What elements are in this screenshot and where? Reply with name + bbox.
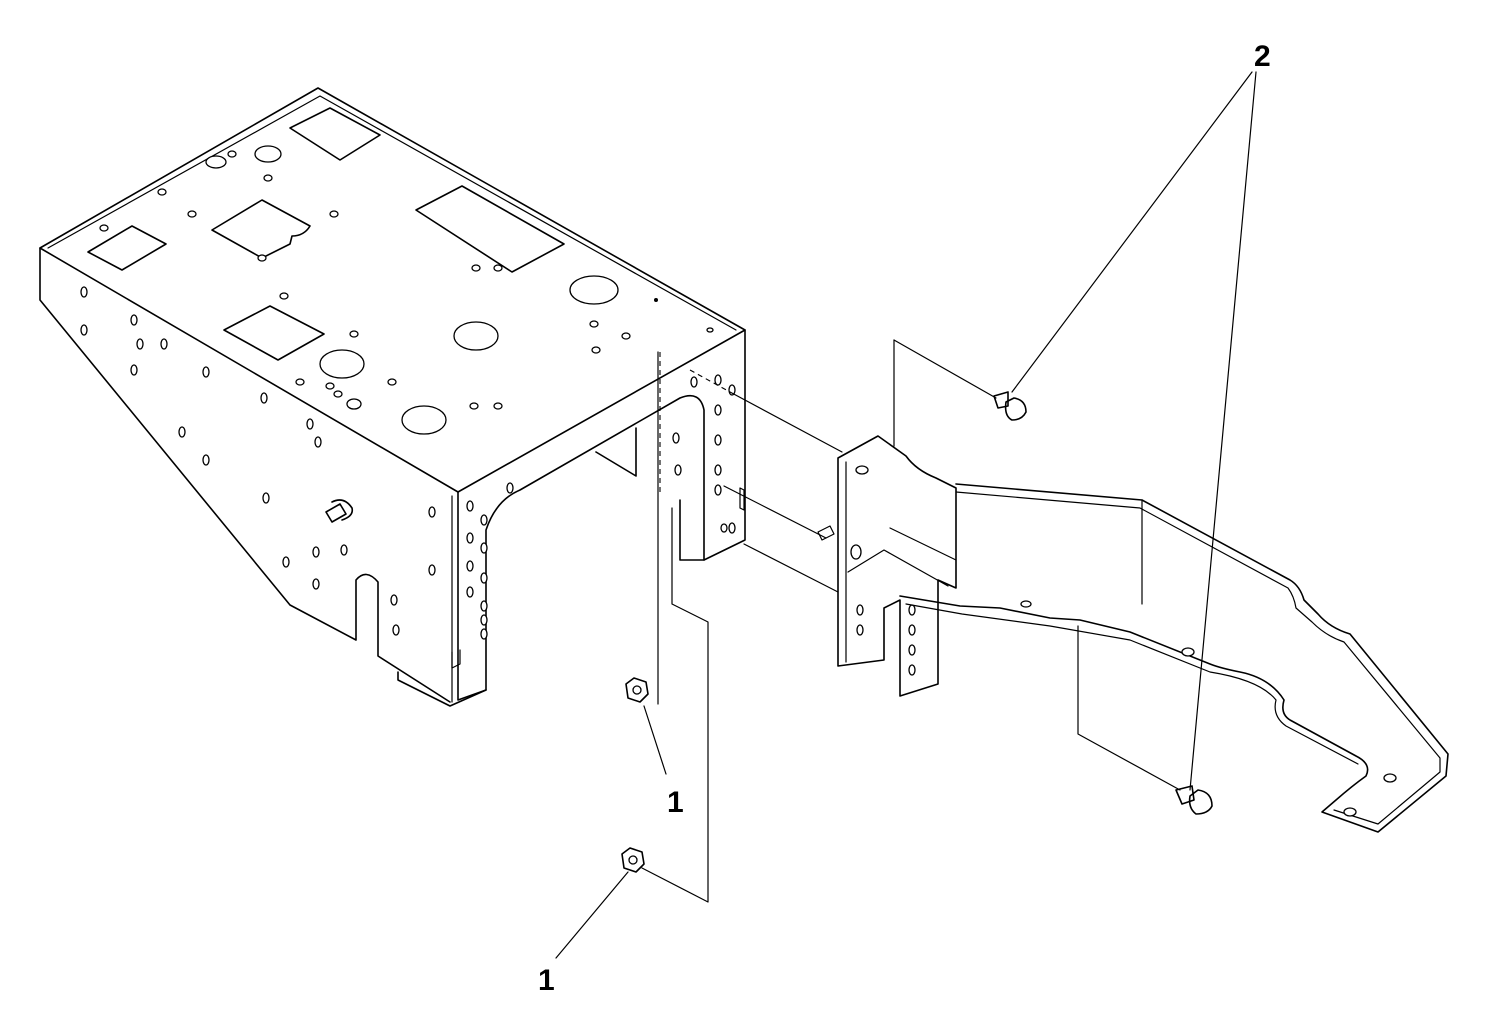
assembly-lines <box>641 339 1181 903</box>
hex-nut-lower <box>621 847 645 873</box>
callout-label-nut-lower: 1 <box>538 964 555 997</box>
extension-arm <box>899 483 1449 833</box>
callout-label-bolts: 2 <box>1254 40 1271 73</box>
bolt-upper <box>993 391 1027 421</box>
mounting-bracket <box>817 435 957 697</box>
callout-label-nut-upper: 1 <box>667 786 684 819</box>
hex-nut-upper <box>625 677 649 703</box>
main-frame <box>39 87 746 707</box>
bolt-lower <box>1175 785 1213 815</box>
callout-leaders <box>555 71 1257 959</box>
